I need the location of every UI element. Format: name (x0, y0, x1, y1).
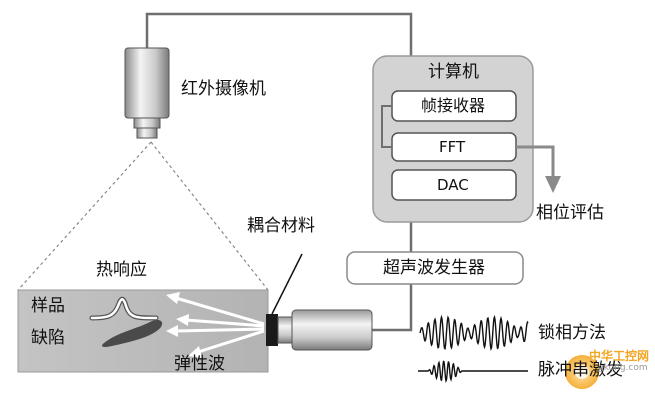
infrared-camera (124, 47, 170, 139)
lockin-label: 锁相方法 (538, 323, 606, 343)
elastic-wave-arrows (166, 292, 265, 358)
dac-label: DAC (437, 176, 469, 194)
coupling-pointer (271, 253, 303, 315)
watermark-subtext: gkong.com (598, 363, 648, 373)
dac-box (391, 169, 517, 201)
fft-to-phase-arrow (516, 145, 561, 193)
ultrasonic-generator-box (346, 251, 524, 285)
grabber-to-fft-bracket (381, 105, 392, 148)
camera-view-cone (17, 141, 269, 291)
coupling-label: 耦合材料 (247, 216, 315, 236)
phase-eval-label: 相位评估 (536, 203, 604, 223)
generator-to-transducer-line (372, 284, 413, 332)
watermark-text: 中华工控网 (589, 349, 650, 363)
burst-waveform (418, 360, 528, 384)
thermal-response-label: 热响应 (96, 260, 147, 280)
lockin-waveform (419, 314, 529, 351)
ultrasonic-generator-label: 超声波发生器 (383, 258, 485, 278)
coupling-material (266, 314, 278, 346)
ultrasonic-transducer (277, 309, 373, 351)
computer-panel (372, 55, 534, 223)
camera-label: 红外摄像机 (181, 79, 266, 99)
sample-label: 样品 (31, 296, 65, 316)
defect-label: 缺陷 (31, 328, 65, 348)
watermark-gear-icon (565, 355, 599, 389)
frame-grabber-label: 帧接收器 (421, 96, 486, 115)
elastic-wave-label: 弹性波 (174, 354, 225, 374)
computer-label: 计算机 (428, 62, 479, 82)
defect-shape (101, 319, 163, 347)
burst-label: 脉冲串激发 (538, 360, 623, 380)
thermal-response-curve (89, 296, 159, 321)
fft-label: FFT (439, 138, 466, 156)
